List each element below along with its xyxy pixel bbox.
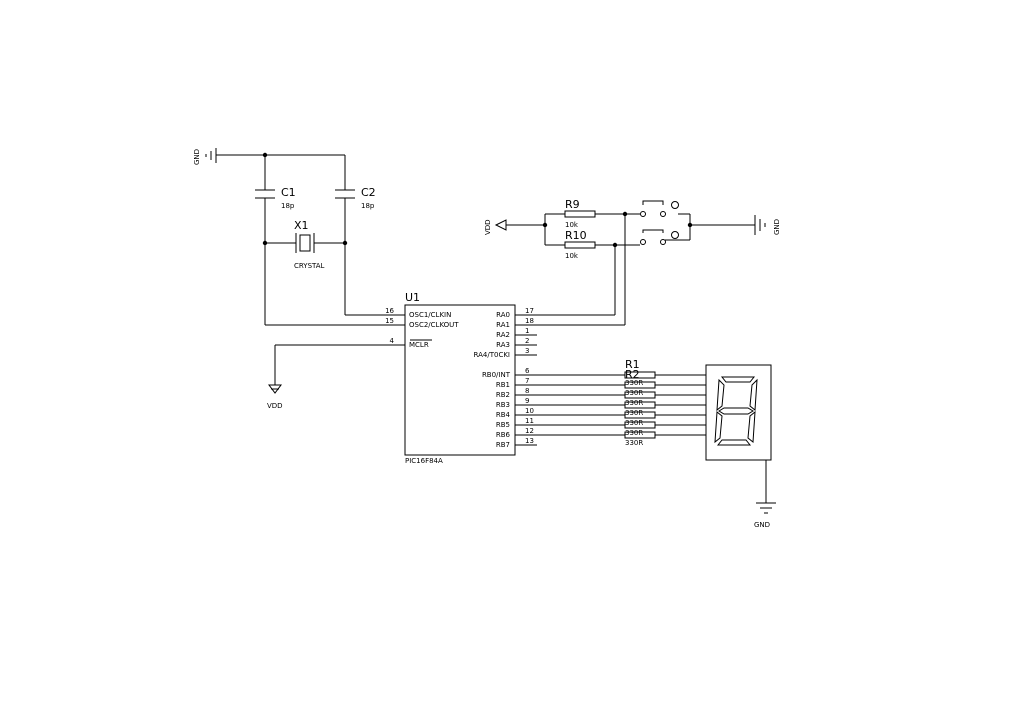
u1-pin-number: 9 (525, 397, 529, 405)
gnd-label-right: GND (773, 219, 781, 235)
junction-dot (542, 222, 548, 228)
r9-ref: R9 (565, 198, 580, 211)
u1-pin-number: 17 (525, 307, 534, 315)
segment-resistor-value: 330R (625, 419, 643, 427)
segment-resistor-value: 330R (625, 389, 643, 397)
segment-resistor-value: 330R (625, 399, 643, 407)
u1-pin-name: OSC2/CLKOUT (409, 321, 459, 329)
r10-value: 10k (565, 252, 579, 260)
vdd-symbol-mclr: VDD (267, 384, 283, 410)
seven-segment-display (705, 364, 772, 503)
x1-value: CRYSTAL (294, 262, 325, 270)
u1-pin-name: RA3 (496, 341, 510, 349)
u1-pin-name: RA1 (496, 321, 510, 329)
u1-pin-number: 4 (390, 337, 395, 345)
vdd-label-buttons: VDD (484, 219, 492, 235)
u1-pin-number: 15 (385, 317, 394, 325)
junction-dot (342, 240, 348, 246)
capacitor-c2: C2 18p (335, 186, 376, 210)
u1-pin-name: RB7 (496, 441, 510, 449)
u1-part-number: PIC16F84A (405, 457, 443, 465)
junction-dot (262, 152, 268, 158)
vdd-label-mclr: VDD (267, 402, 283, 410)
u1-pin-number: 8 (525, 387, 529, 395)
u1-pin-name: RB0/INT (482, 371, 511, 379)
resistor-r10: R10 10k (564, 229, 596, 260)
capacitor-c1: C1 18p (255, 186, 296, 210)
u1-pin-name: RB6 (496, 431, 511, 439)
crystal-x1: X1 CRYSTAL (294, 219, 325, 270)
u1-pin-number: 11 (525, 417, 534, 425)
vdd-symbol-buttons: VDD (484, 219, 545, 235)
u1-pin-name: RA0 (496, 311, 510, 319)
u1-pin-name: RA4/T0CKI (474, 351, 510, 359)
u1-pin-name: RB3 (496, 401, 510, 409)
u1-pin-number: 13 (525, 437, 534, 445)
c2-value: 18p (361, 202, 375, 210)
u1-pin-name: OSC1/CLKIN (409, 311, 451, 319)
c2-ref: C2 (361, 186, 376, 199)
u1-pin-name: RB2 (496, 391, 510, 399)
pushbutton-1 (640, 200, 684, 217)
u1-pin-name: RB5 (496, 421, 510, 429)
u1-pin-number: 2 (525, 337, 529, 345)
u1-pin-number: 7 (525, 377, 529, 385)
gnd-symbol-top-left: GND (193, 148, 217, 165)
c1-ref: C1 (281, 186, 296, 199)
u1-pin-number: 12 (525, 427, 534, 435)
junction-dot (687, 222, 693, 228)
u1-pin-number: 16 (385, 307, 394, 315)
junction-dot (612, 242, 618, 248)
gnd-label-display: GND (754, 521, 770, 529)
u1-pin-number: 10 (525, 407, 534, 415)
gnd-label-top-left: GND (193, 149, 201, 165)
segment-resistor-value: 330R (625, 379, 643, 387)
gnd-symbol-display: GND (754, 502, 776, 529)
u1-pin-name: RB4 (496, 411, 511, 419)
mclr-wire (274, 344, 405, 385)
u1-pin-number: 3 (525, 347, 529, 355)
r9-value: 10k (565, 221, 579, 229)
segment-resistor-value: 330R (625, 439, 643, 447)
u1-pin-number: 18 (525, 317, 534, 325)
u1-pin-number: 6 (525, 367, 530, 375)
c1-value: 18p (281, 202, 295, 210)
u1-pin-number: 1 (525, 327, 529, 335)
u1-ref: U1 (405, 291, 420, 304)
segment-resistor-value: 330R (625, 409, 643, 417)
r1-ref: R1 (625, 358, 640, 371)
r10-ref: R10 (565, 229, 587, 242)
oscillator-wires (216, 152, 405, 326)
gnd-symbol-right: GND (754, 215, 781, 235)
segment-resistor-value: 330R (625, 429, 643, 437)
junction-dot (622, 211, 628, 217)
junction-dot (262, 240, 268, 246)
x1-ref: X1 (294, 219, 309, 232)
button-network-wires (515, 211, 755, 326)
u1-pin-name: RA2 (496, 331, 510, 339)
u1-pin-name: RB1 (496, 381, 510, 389)
u1-pin-name: MCLR (409, 341, 429, 349)
pushbutton-2 (640, 229, 684, 245)
resistor-r9: R9 10k (564, 198, 596, 229)
